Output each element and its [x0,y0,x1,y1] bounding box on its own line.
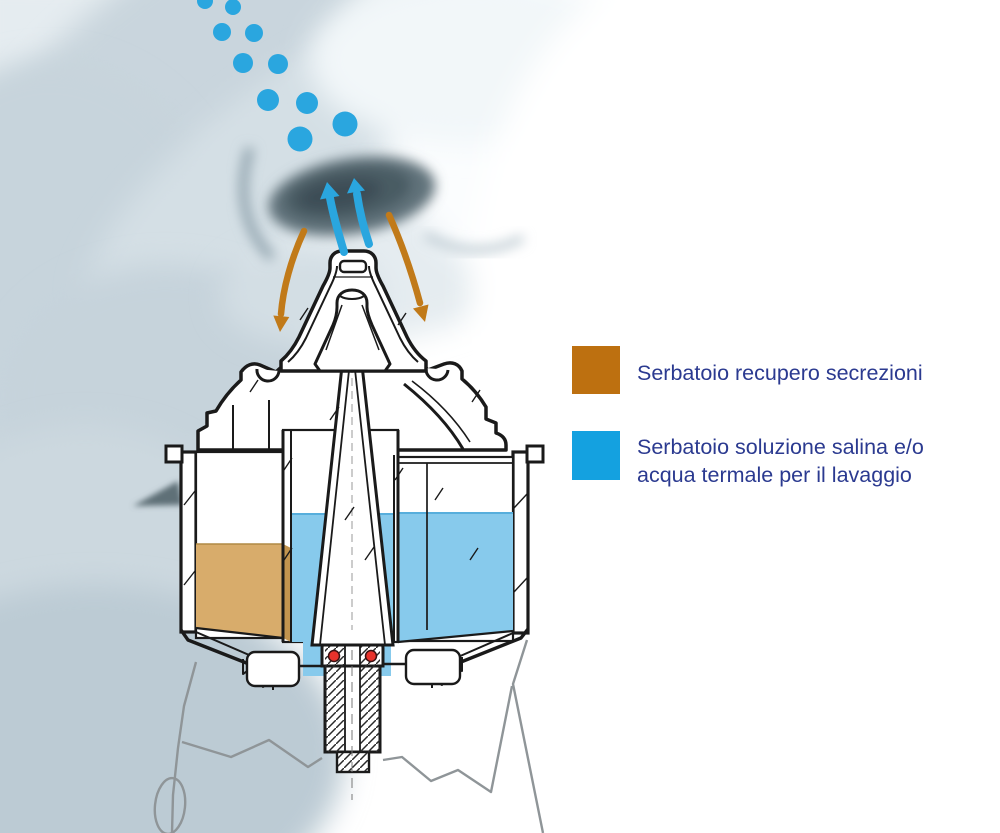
valve-stem [320,618,385,800]
device-cross-section [153,249,545,833]
body-right-wall [511,450,530,635]
seal-right [364,649,378,663]
nose-wing-crease [238,146,276,262]
seal-left [327,649,341,663]
drain-arrows-icon [273,211,429,332]
inhale-arrows-icon [320,178,373,256]
nozzle [279,249,428,373]
lip-crease [133,481,183,506]
body-left-wall [179,450,198,634]
bottle-outline [153,639,545,833]
secretions-liquid [195,543,291,642]
spray-dots-icon [197,0,358,152]
section-ticks [183,307,528,593]
